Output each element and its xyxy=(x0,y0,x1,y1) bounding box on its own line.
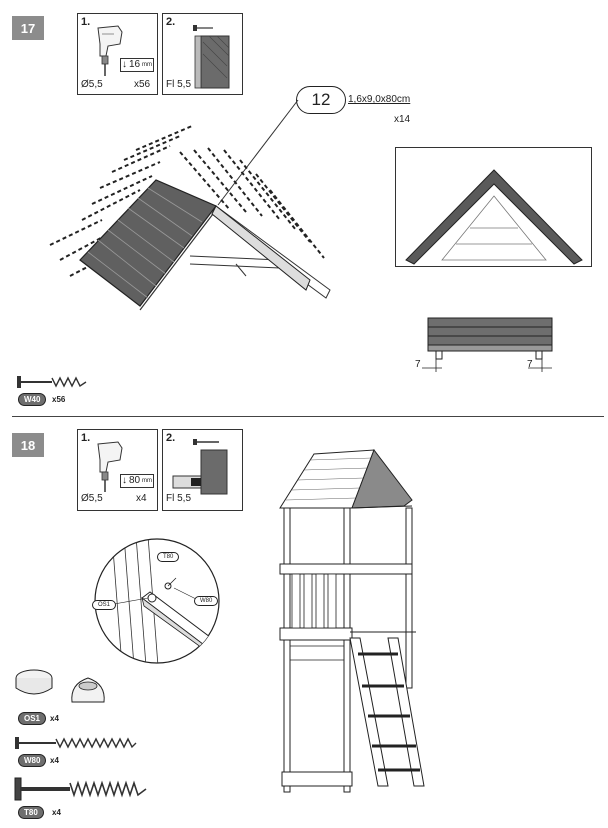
step-18-badge: 18 xyxy=(12,433,44,457)
screw-icon xyxy=(15,737,137,749)
tool-index: 1. xyxy=(81,432,91,444)
drill-instruction-box: 1. ↓ 80 mm Ø5,5 x4 xyxy=(77,429,158,511)
tool-index: 2. xyxy=(166,16,176,28)
part-callout: 12 xyxy=(296,86,346,114)
part-code-badge: W80 xyxy=(18,754,47,767)
part-number: 12 xyxy=(311,90,331,109)
drill-count: x56 xyxy=(134,79,151,90)
plank-offset-diagram xyxy=(422,317,553,372)
bit-size: Ø5,5 xyxy=(81,79,103,90)
depth-value: 80 xyxy=(129,475,141,486)
step-number: 17 xyxy=(20,20,36,36)
roof-assembly-drawing xyxy=(49,99,331,311)
drill-icon xyxy=(97,441,123,492)
screw-code-badge: W40 xyxy=(18,393,47,406)
os1-label: OS1 xyxy=(92,600,117,610)
play-tower-drawing xyxy=(279,448,425,793)
tool-index: 1. xyxy=(81,16,91,28)
screw-count: x56 xyxy=(52,395,66,404)
part-code-badge: OS1 xyxy=(18,712,47,725)
fastening-label: Fl 5,5 xyxy=(166,493,192,504)
depth-indicator: ↓ 16 mm xyxy=(120,58,154,72)
drill-count: x4 xyxy=(136,493,147,504)
roof-end-view-box xyxy=(395,147,592,267)
depth-unit: mm xyxy=(142,478,152,484)
screw-into-wood-icon xyxy=(172,439,228,495)
depth-value: 16 xyxy=(129,59,141,70)
bolt-detail-circle xyxy=(94,538,220,664)
t80-label: T80 xyxy=(157,552,180,562)
bolt-icon xyxy=(14,777,147,801)
screw-icon xyxy=(17,376,87,388)
step-number: 18 xyxy=(20,437,36,453)
fastening-label: Fl 5,5 xyxy=(166,79,192,90)
screw-into-wood-icon xyxy=(193,25,230,89)
drill-instruction-box: 1. ↓ 16 mm Ø5,5 x56 xyxy=(77,13,158,95)
bit-size: Ø5,5 xyxy=(81,493,103,504)
part-count: x4 xyxy=(50,714,59,723)
fastening-instruction-box: 2. Fl 5,5 xyxy=(162,429,243,511)
step-17-badge: 17 xyxy=(12,16,44,40)
w80-label: W80 xyxy=(194,596,219,606)
drill-icon xyxy=(97,25,123,76)
depth-indicator: ↓ 80 mm xyxy=(120,474,154,488)
part-code-badge: T80 xyxy=(18,806,44,819)
part-count: x14 xyxy=(394,114,411,125)
part-spec: 1,6x9,0x80cm xyxy=(348,94,411,105)
depth-unit: mm xyxy=(142,62,152,68)
roof-end-view xyxy=(405,169,583,265)
part-count: x4 xyxy=(52,808,61,817)
cap-icon xyxy=(15,669,105,703)
tool-index: 2. xyxy=(166,432,176,444)
part-count: x4 xyxy=(50,756,59,765)
section-divider xyxy=(12,416,604,417)
offset-left-value: 7 xyxy=(415,359,421,370)
fastening-instruction-box: 2. Fl 5,5 xyxy=(162,13,243,95)
offset-right-value: 7 xyxy=(527,359,533,370)
